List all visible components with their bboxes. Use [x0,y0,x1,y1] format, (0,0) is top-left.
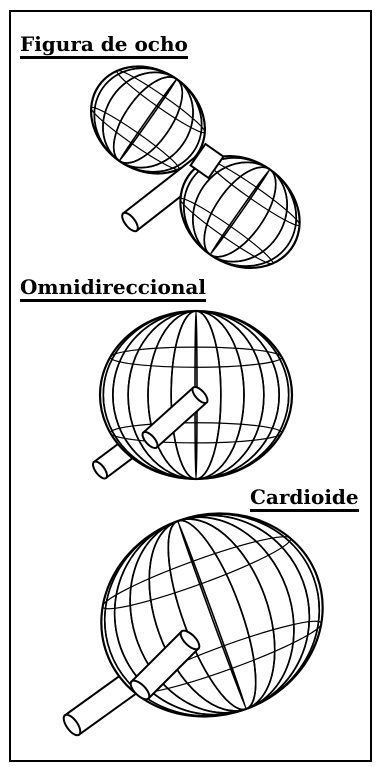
cardioid-pattern [61,483,352,748]
omnidirectional-pattern [90,311,292,481]
figure-eight-pattern [70,45,321,291]
